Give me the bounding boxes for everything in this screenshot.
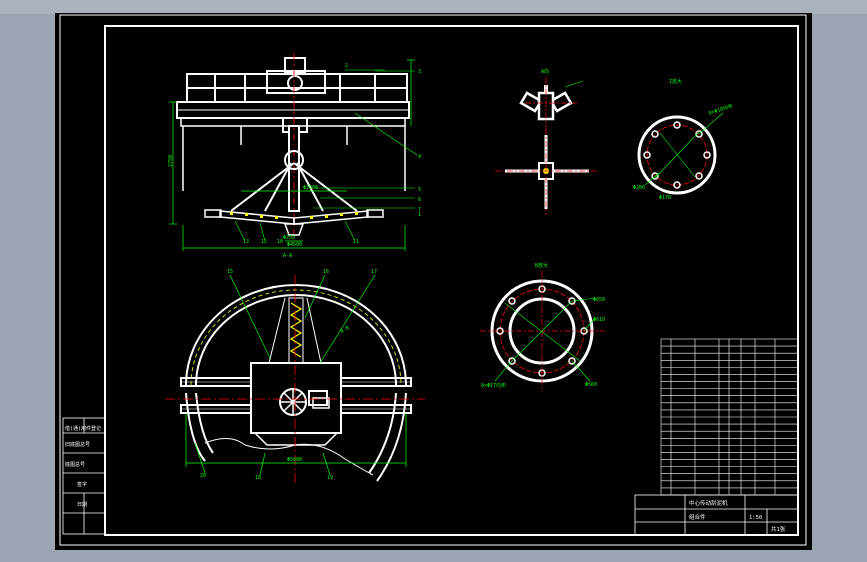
label-plan: B-B xyxy=(340,325,351,335)
label-detail-b: B放大 xyxy=(535,262,548,269)
window-top-strip xyxy=(0,0,867,14)
callout-18: 18 xyxy=(255,475,261,481)
callout-6: 6 xyxy=(418,197,421,203)
flange-d2: Φ170 xyxy=(659,195,671,201)
callout-19: 19 xyxy=(327,475,333,481)
dim-plan-width: Φ5000 xyxy=(287,457,302,463)
label-section: A-A xyxy=(283,253,292,259)
dim-diameter-main: Φ4500 xyxy=(287,242,302,248)
callout-20: 20 xyxy=(200,473,206,479)
drawing-material: 组合件 xyxy=(689,513,706,521)
callout-5: 5 xyxy=(418,187,421,193)
callout-3: 3 xyxy=(418,69,421,75)
label-detail-a: A向 xyxy=(541,68,549,75)
callout-16: 16 xyxy=(323,269,329,275)
label-detail-i: I放大 xyxy=(669,78,682,85)
cad-viewport[interactable]: 借(通)用件登记 旧底图总号 底图总号 签字 日期 xyxy=(55,13,812,550)
detail-b-view[interactable]: B放大 Φ650 Φ610 Φ560 8×Φ17均布 xyxy=(480,262,605,391)
drawing-sheet: 共1张 xyxy=(771,525,786,533)
callout-10: 10 xyxy=(277,239,283,245)
callout-7: 7 xyxy=(418,207,421,213)
callout-17: 17 xyxy=(371,269,377,275)
plan-view[interactable]: Φ5000 15 16 17 18 19 20 B-B xyxy=(165,269,425,483)
drawing-title: 中心传动刮泥机 xyxy=(689,499,728,507)
dim-diameter-bottom: Φ250 xyxy=(283,235,295,241)
dim-diameter-inner: Φ2000 xyxy=(303,185,318,191)
parts-list-table xyxy=(660,338,799,496)
side-stamp-2: 旧底图总号 xyxy=(65,441,90,448)
inner-border xyxy=(104,25,799,536)
side-stamp-3: 底图总号 xyxy=(65,461,85,468)
callout-15: 15 xyxy=(227,269,233,275)
ring-bolt-spec: 8×Φ17均布 xyxy=(481,382,506,389)
callout-4: 4 xyxy=(418,154,421,160)
callout-2: 2 xyxy=(345,63,348,69)
drawing-scale: 1:50 xyxy=(749,515,762,521)
ring-d3: Φ560 xyxy=(585,382,597,388)
ring-d1: Φ650 xyxy=(593,297,605,303)
callout-11: 11 xyxy=(353,239,359,245)
callout-1: 1 xyxy=(418,212,421,218)
side-stamp-5: 日期 xyxy=(77,502,87,508)
callout-12: 12 xyxy=(261,239,267,245)
detail-i-view[interactable]: I放大 8×Φ18均布 Φ200 Φ170 xyxy=(633,78,734,201)
callout-13: 13 xyxy=(243,239,249,245)
flange-d1: Φ200 xyxy=(633,185,645,191)
side-stamp-4: 签字 xyxy=(77,481,87,488)
dim-overall-height: 2750 xyxy=(168,155,174,167)
section-view[interactable]: 2750 Φ4500 Φ2000 Φ250 1 2 3 4 5 6 7 13 1… xyxy=(168,53,421,259)
side-stamp-table xyxy=(62,417,106,535)
detail-a-view[interactable]: A向 xyxy=(495,68,597,215)
cad-drawing: 借(通)用件登记 旧底图总号 底图总号 签字 日期 xyxy=(59,14,807,546)
ring-d2: Φ610 xyxy=(593,317,605,323)
side-stamp-1: 借(通)用件登记 xyxy=(65,425,101,432)
title-block xyxy=(634,494,799,536)
outer-border xyxy=(59,14,807,546)
